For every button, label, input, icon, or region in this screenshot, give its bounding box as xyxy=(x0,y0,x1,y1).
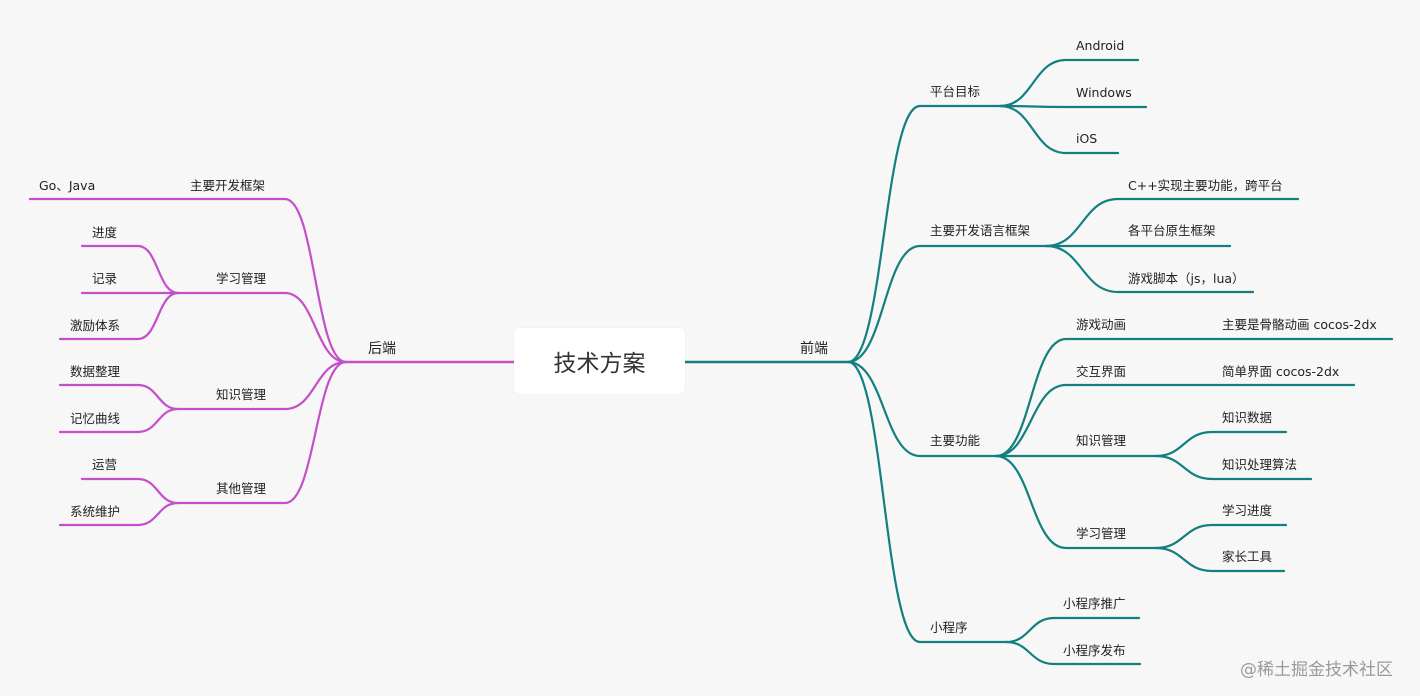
topic-operations[interactable]: 运营 xyxy=(92,457,118,472)
topic-go-java[interactable]: Go、Java xyxy=(39,178,96,193)
connector-platform-windows xyxy=(998,104,1148,109)
connector-platform-ios xyxy=(998,104,1120,155)
topic-record[interactable]: 记录 xyxy=(92,271,118,286)
topic-knowledge-data[interactable]: 知识数据 xyxy=(1222,410,1273,425)
connector-knowledge-algorithm xyxy=(1154,454,1313,481)
topic-android[interactable]: Android xyxy=(1076,38,1125,53)
connector-frontend-platform xyxy=(846,104,1002,364)
connector-learning-progress xyxy=(1154,523,1288,550)
connector-mini-promo xyxy=(1004,616,1141,644)
topic-data-organize[interactable]: 数据整理 xyxy=(70,364,121,379)
connector-knowledge-organize xyxy=(58,383,180,411)
connector-backend-knowledge xyxy=(176,360,348,411)
connector-features-ui xyxy=(994,383,1356,458)
topic-knowledge-mgmt-back[interactable]: 知识管理 xyxy=(216,387,267,402)
connector-frontend-features xyxy=(846,360,998,458)
connector-learning-parent xyxy=(1154,546,1286,573)
topic-mini-program-promo[interactable]: 小程序推广 xyxy=(1063,596,1126,611)
connector-backend-other xyxy=(176,360,348,505)
topic-system-maintenance[interactable]: 系统维护 xyxy=(70,504,121,519)
topic-learning-mgmt-front[interactable]: 学习管理 xyxy=(1076,526,1127,541)
connector-learning-progress-back xyxy=(80,244,180,295)
topic-game-animation[interactable]: 游戏动画 xyxy=(1076,317,1127,332)
topic-cpp-core[interactable]: C++实现主要功能，跨平台 xyxy=(1128,178,1283,193)
topic-skeletal-animation[interactable]: 主要是骨骼动画 cocos-2dx xyxy=(1222,317,1377,332)
topic-incentive-system[interactable]: 激励体系 xyxy=(70,318,121,333)
connector-knowledge-memory xyxy=(58,407,180,434)
topic-dev-language[interactable]: 主要开发语言框架 xyxy=(930,223,1031,238)
connector-backend-framework xyxy=(28,197,348,364)
connector-learning-incentive xyxy=(58,291,180,341)
connector-features-animation xyxy=(994,337,1394,458)
topic-main-features[interactable]: 主要功能 xyxy=(930,433,981,448)
topic-parent-tools[interactable]: 家长工具 xyxy=(1222,549,1273,564)
topic-progress[interactable]: 进度 xyxy=(92,225,118,240)
topic-native-frameworks[interactable]: 各平台原生框架 xyxy=(1128,223,1216,238)
connector-other-maintenance xyxy=(58,501,180,527)
topic-platform-targets[interactable]: 平台目标 xyxy=(930,84,981,99)
topic-main-framework[interactable]: 主要开发框架 xyxy=(190,178,266,193)
connector-mini-release xyxy=(1004,640,1142,666)
connector-features-learning xyxy=(994,454,1158,550)
connector-knowledge-data xyxy=(1154,430,1288,458)
topic-learning-mgmt-back[interactable]: 学习管理 xyxy=(216,271,267,286)
watermark: @稀土掘金技术社区 xyxy=(1240,660,1393,680)
topic-interaction-ui[interactable]: 交互界面 xyxy=(1076,364,1127,379)
connector-platform-android xyxy=(998,58,1140,108)
topic-other-mgmt[interactable]: 其他管理 xyxy=(216,481,267,496)
topic-ios[interactable]: iOS xyxy=(1076,131,1098,146)
topic-frontend[interactable]: 前端 xyxy=(800,341,828,357)
central-topic[interactable]: 技术方案 xyxy=(514,328,685,394)
connector-language-script xyxy=(1044,244,1255,294)
topic-mini-program[interactable]: 小程序 xyxy=(930,620,968,635)
topic-knowledge-algorithm[interactable]: 知识处理算法 xyxy=(1222,457,1298,472)
connector-language-cpp xyxy=(1044,197,1300,248)
topic-memory-curve[interactable]: 记忆曲线 xyxy=(70,411,121,426)
topic-game-script[interactable]: 游戏脚本（js，lua） xyxy=(1128,271,1245,286)
topic-backend[interactable]: 后端 xyxy=(368,341,396,357)
connector-frontend-miniprogram xyxy=(846,360,1008,644)
topic-simple-ui[interactable]: 简单界面 cocos-2dx xyxy=(1222,364,1340,379)
connector-other-operations xyxy=(80,477,180,505)
topic-knowledge-mgmt-front[interactable]: 知识管理 xyxy=(1076,433,1127,448)
topic-windows[interactable]: Windows xyxy=(1076,85,1132,100)
connector-frontend-language xyxy=(846,244,1048,364)
connector-backend-learning xyxy=(176,291,348,364)
topic-mini-program-release[interactable]: 小程序发布 xyxy=(1063,643,1126,658)
topic-learning-progress[interactable]: 学习进度 xyxy=(1222,503,1273,518)
